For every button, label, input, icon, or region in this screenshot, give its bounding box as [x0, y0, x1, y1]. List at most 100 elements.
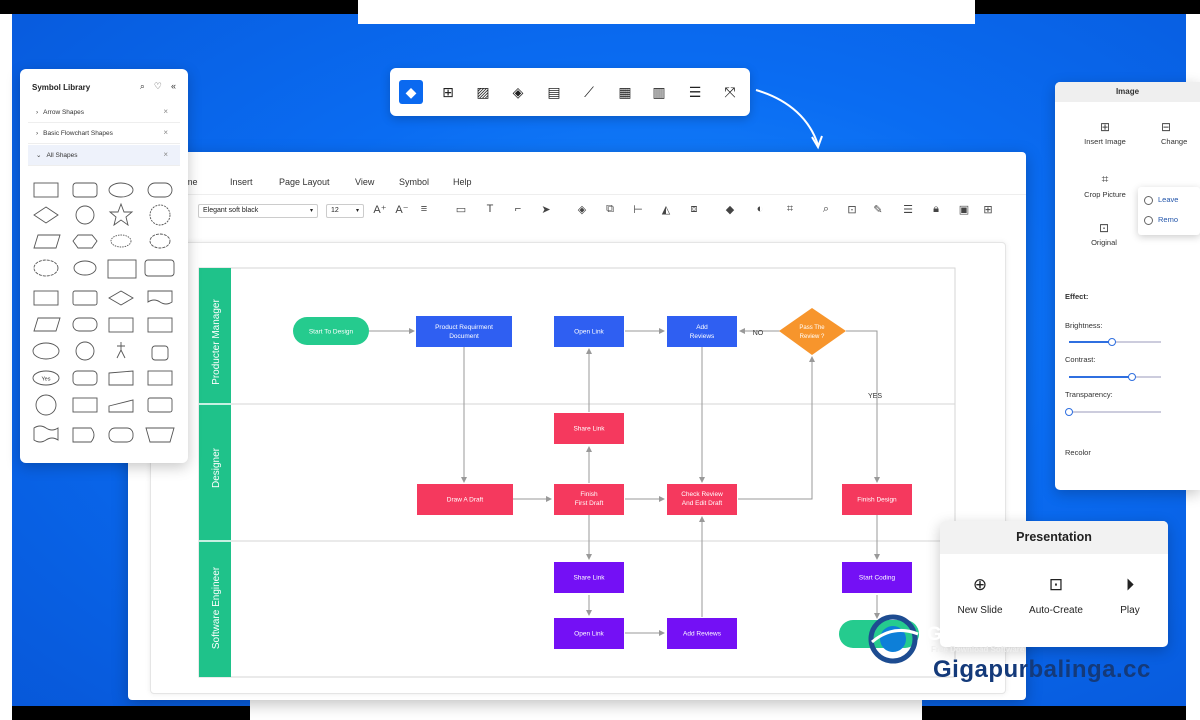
shape-internal-storage[interactable]: [147, 317, 173, 333]
fill-icon[interactable]: ◆: [399, 80, 423, 104]
node-add-reviews[interactable]: [667, 316, 737, 347]
shape-rounded-rect[interactable]: [72, 182, 98, 198]
align-left-icon[interactable]: ⊢: [633, 204, 643, 216]
line-color-icon[interactable]: ◐: [756, 203, 764, 215]
shape-pill[interactable]: [147, 182, 173, 198]
menu-insert[interactable]: Insert: [230, 177, 253, 187]
font-size-select[interactable]: 12▾: [326, 204, 364, 218]
shape-stored-data[interactable]: [147, 397, 173, 413]
node-open-link-purple[interactable]: [554, 618, 624, 649]
connector-icon[interactable]: ⌐: [514, 203, 522, 215]
menu-symbol[interactable]: Symbol: [399, 177, 430, 187]
menu-help[interactable]: Help: [453, 177, 472, 187]
node-product-requirement[interactable]: [416, 316, 512, 347]
shape-trapezoid[interactable]: [145, 427, 175, 443]
node-open-link[interactable]: [554, 316, 624, 347]
more-icon[interactable]: ⊞: [983, 204, 993, 216]
shape-callout[interactable]: [144, 259, 175, 277]
timeline-icon[interactable]: ☰: [688, 83, 702, 100]
size-icon[interactable]: ⧈: [690, 203, 698, 215]
heart-icon[interactable]: ♡: [153, 81, 162, 91]
shape-ellipse[interactable]: [108, 182, 134, 198]
shape-seal[interactable]: [149, 233, 171, 249]
popup-option-remove[interactable]: Remo: [1144, 215, 1178, 225]
line-style-icon[interactable]: ☰: [903, 204, 913, 216]
shape-display-2[interactable]: [108, 427, 134, 443]
node-share-link[interactable]: [554, 413, 624, 444]
node-share-link-purple[interactable]: [554, 562, 624, 593]
original-button[interactable]: ⊡ Original: [1079, 221, 1129, 247]
insert-image-button[interactable]: ⊞ Insert Image: [1077, 120, 1133, 146]
shape-tape[interactable]: [33, 425, 59, 443]
auto-create-button[interactable]: ⊡ Auto-Create: [1021, 575, 1091, 616]
shape-yes-oval[interactable]: [32, 370, 60, 386]
shape-rectangle[interactable]: [33, 182, 59, 198]
shape-process[interactable]: [33, 290, 59, 306]
crop-icon[interactable]: ⌗: [786, 203, 794, 215]
node-start-to-design[interactable]: [293, 317, 369, 345]
brightness-handle[interactable]: [1108, 338, 1117, 346]
contrast-slider[interactable]: [1069, 373, 1161, 381]
shape-data[interactable]: [33, 317, 61, 332]
pen-icon[interactable]: ✎: [873, 204, 883, 216]
shape-delay[interactable]: [72, 427, 95, 443]
menu-page-layout[interactable]: Page Layout: [279, 177, 330, 187]
fit-icon[interactable]: ⤧: [724, 83, 736, 100]
font-grow-icon[interactable]: A⁺: [373, 204, 387, 216]
crop-picture-button[interactable]: ⌗ Crop Picture: [1075, 172, 1135, 199]
shape-predefined[interactable]: [108, 317, 134, 333]
node-check-review[interactable]: [667, 484, 737, 515]
shape-display[interactable]: [72, 397, 98, 413]
shape-cylinder[interactable]: [72, 370, 98, 386]
font-family-select[interactable]: Elegant soft black▾: [198, 204, 318, 218]
shape-star[interactable]: [108, 202, 134, 227]
brightness-slider[interactable]: [1069, 338, 1161, 346]
grid-icon[interactable]: ⊞: [442, 83, 454, 100]
menu-view[interactable]: View: [355, 177, 375, 187]
popup-option-leave[interactable]: Leave: [1144, 195, 1178, 205]
flip-icon[interactable]: ◭: [661, 204, 671, 216]
shape-decision[interactable]: [108, 290, 134, 306]
menu-home[interactable]: ome: [180, 177, 198, 187]
close-icon[interactable]: ×: [163, 107, 168, 116]
font-shrink-icon[interactable]: A⁻: [395, 204, 409, 216]
shape-manual-input[interactable]: [108, 370, 134, 386]
rectangle-tool-icon[interactable]: ▭: [455, 204, 467, 216]
shape-alt-process[interactable]: [72, 290, 98, 306]
node-finish-first-draft[interactable]: [554, 484, 624, 515]
shape-cloud-2[interactable]: [73, 260, 97, 276]
lock-icon[interactable]: 🔒︎: [933, 203, 939, 215]
node-add-reviews-purple[interactable]: [667, 618, 737, 649]
layers-icon[interactable]: ◈: [512, 83, 524, 100]
shape-circle-large[interactable]: [35, 394, 57, 416]
category-basic-flowchart[interactable]: › Basic Flowchart Shapes ×: [28, 123, 180, 144]
shape-manual-op[interactable]: [108, 399, 134, 413]
shape-parallelogram[interactable]: [33, 234, 61, 249]
change-image-button[interactable]: ⊟ Change: [1161, 120, 1200, 146]
fill-color-icon[interactable]: ◆: [725, 204, 735, 216]
node-start-coding[interactable]: [842, 562, 912, 593]
transparency-slider[interactable]: [1065, 408, 1161, 416]
category-all-shapes[interactable]: ⌄ All Shapes ×: [28, 145, 180, 166]
chart-icon[interactable]: ⟋: [584, 83, 594, 100]
document-icon[interactable]: ▤: [547, 83, 561, 100]
shape-cloud[interactable]: [33, 259, 59, 277]
contrast-handle[interactable]: [1127, 373, 1136, 381]
table-icon[interactable]: ▦: [618, 83, 632, 100]
category-arrow-shapes[interactable]: › Arrow Shapes ×: [28, 102, 180, 123]
text-tool-icon[interactable]: T: [486, 203, 494, 215]
shape-burst[interactable]: [149, 204, 171, 226]
shape-oval[interactable]: [32, 342, 60, 360]
close-icon[interactable]: ×: [163, 150, 168, 159]
node-draw-a-draft[interactable]: [417, 484, 513, 515]
search-replace-icon[interactable]: ⊡: [847, 204, 857, 216]
align-icon[interactable]: ≡: [420, 203, 428, 215]
shape-person[interactable]: [151, 345, 169, 361]
search-icon[interactable]: ⌕: [139, 81, 145, 91]
close-icon[interactable]: ×: [163, 128, 168, 137]
new-slide-button[interactable]: ⊕ New Slide: [945, 575, 1015, 616]
node-decision-pass-review[interactable]: [779, 308, 846, 355]
group-icon[interactable]: ⧉: [606, 203, 614, 215]
shape-table[interactable]: [107, 259, 137, 279]
shape-actor[interactable]: [116, 342, 126, 359]
